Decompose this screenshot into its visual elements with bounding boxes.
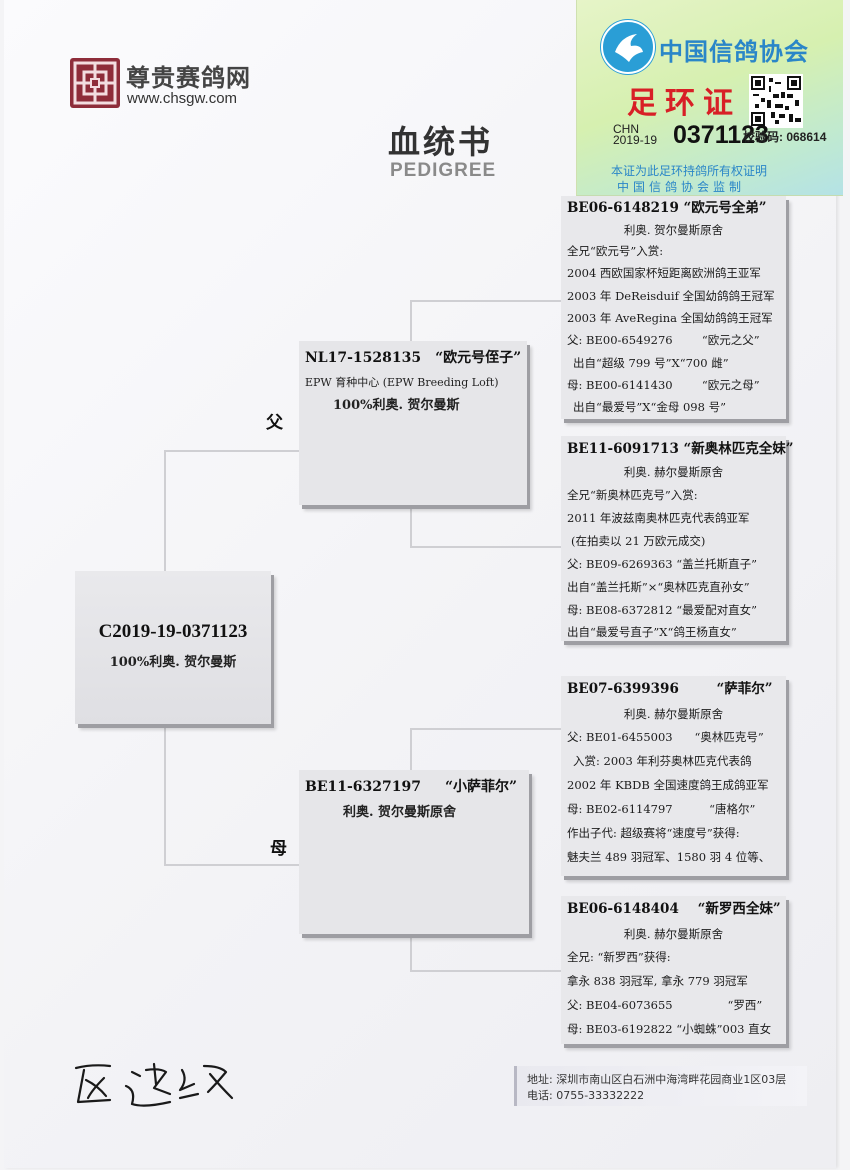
ring-prefix: CHN 2019-19: [613, 122, 658, 147]
dam-dam-box: BE06-6148404 “新罗西全妹” 利奥. 赫尔曼斯原舍 全兄: “新罗西…: [561, 896, 786, 1044]
dam-dam-header: BE06-6148404 “新罗西全妹”: [567, 901, 781, 917]
connector-line: [410, 300, 412, 342]
sire-header: NL17-1528135 “欧元号侄子”: [305, 347, 521, 367]
sire-dam-line: 全兄“新奥林匹克号”入赏:: [567, 488, 698, 502]
sire-sire-header: BE06-6148219 “欧元号全弟”: [567, 200, 767, 216]
dam-sire-line: 作出子代: 超级赛将“速度号”获得:: [567, 826, 740, 840]
sire-dam-box: BE11-6091713 “新奥林匹克全妹” 利奥. 赫尔曼斯原舍 全兄“新奥林…: [561, 436, 794, 641]
sire-sire-box: BE06-6148219 “欧元号全弟” 利奥. 贺尔曼斯原舍 全兄“欧元号”入…: [561, 196, 786, 419]
sire-sire-line: 全兄“欧元号”入赏:: [567, 244, 664, 258]
sire-sire-line: 2003 年 AveRegina 全国幼鸽鸽王冠军: [567, 311, 773, 325]
contact-info: 地址: 深圳市南山区白石洲中海湾畔花园商业1区03层 电话: 0755-3333…: [514, 1066, 807, 1106]
sire-loft: EPW 育种中心 (EPW Breeding Loft): [305, 376, 499, 389]
sire-ring-number: NL17-1528135: [305, 350, 422, 366]
dam-dam-line: 母: BE03-6192822 “小蜘蛛”003 直女: [567, 1022, 772, 1036]
self-description: 100%利奥. 贺尔曼斯: [109, 655, 237, 670]
connector-line: [410, 970, 562, 972]
sire-sire-line: 出自“超级 799 号”X“700 雌”: [573, 356, 729, 370]
brand-url: www.chsgw.com: [127, 90, 238, 107]
sire-bloodline: 100%利奥. 贺尔曼斯: [333, 398, 460, 413]
document-subtitle: PEDIGREE: [390, 160, 497, 181]
handwritten-signature: [70, 1050, 240, 1120]
certificate-name: 足环证: [627, 86, 741, 121]
ring-prefix-year: 2019-19: [613, 133, 658, 147]
pedigree-sheet: 尊贵赛鸽网 www.chsgw.com 血统书 PEDIGREE C2019-1…: [4, 0, 843, 1168]
sire-gender-label: 父: [266, 413, 283, 433]
sire-name: “欧元号侄子”: [435, 350, 522, 366]
dam-sire-line: 父: BE01-6455003 “奥林匹克号”: [567, 730, 764, 744]
dam-sire-line: 魅夫兰 489 羽冠军、1580 羽 4 位等、: [567, 850, 771, 864]
brand-logo-icon: [70, 58, 120, 108]
connector-line: [164, 450, 166, 572]
connector-line: [410, 936, 412, 972]
dam-dam-line: 利奥. 赫尔曼斯原舍: [623, 927, 724, 941]
sire-dam-line: 父: BE09-6269363 “盖兰托斯直子”: [567, 557, 758, 571]
qr-code-icon: [749, 74, 803, 128]
contact-address: 地址: 深圳市南山区白石洲中海湾畔花园商业1区03层: [527, 1073, 787, 1086]
dam-gender-label: 母: [270, 839, 287, 859]
sire-sire-line: 利奥. 贺尔曼斯原舍: [623, 223, 724, 237]
connector-line: [410, 508, 412, 548]
sire-sire-line: 出自“最爱号”X“金母 098 号”: [573, 400, 726, 414]
sire-dam-line: (在拍卖以 21 万欧元成交): [571, 534, 706, 548]
sire-dam-line: 出自“最爱号直子”X“鸽王杨直女”: [567, 625, 737, 639]
connector-line: [410, 300, 562, 302]
dam-sire-box: BE07-6399396 “萨菲尔” 利奥. 赫尔曼斯原舍 父: BE01-64…: [561, 676, 786, 876]
dam-sire-line: 入赏: 2003 年利芬奥林匹克代表鸽: [573, 754, 752, 768]
dam-sire-line: 2002 年 KBDB 全国速度鸽王成鸽亚军: [567, 778, 769, 792]
dam-header: BE11-6327197 “小萨菲尔”: [305, 776, 517, 796]
association-logo-icon: [601, 20, 655, 74]
sire-sire-line: 父: BE00-6549276 “欧元之父”: [567, 333, 760, 347]
certificate-note: 本证为此足环持鸽所有权证明: [611, 164, 768, 178]
association-name: 中国信鸽协会: [659, 38, 809, 66]
connector-line: [410, 728, 412, 771]
sire-dam-line: 母: BE08-6372812 “最爱配对直女”: [567, 603, 758, 617]
sire-dam-line: 2011 年波兹南奥林匹克代表鸽亚军: [567, 511, 750, 525]
contact-phone: 电话: 0755-33332222: [527, 1089, 645, 1102]
connector-line: [410, 546, 562, 548]
ring-serial-number: 0371123: [673, 121, 769, 149]
certificate-issuer: 中国信鸽协会监制: [617, 180, 746, 194]
document-title: 血统书: [388, 123, 494, 161]
check-code: 校验码: 068614: [743, 130, 827, 144]
sire-sire-line: 母: BE00-6141430 “欧元之母”: [567, 378, 760, 392]
brand-name: 尊贵赛鸽网: [126, 64, 251, 92]
connector-line: [164, 724, 166, 866]
pigeon-self-box: C2019-19-0371123 100%利奥. 贺尔曼斯: [75, 571, 271, 724]
dam-dam-line: 全兄: “新罗西”获得:: [567, 950, 671, 964]
connector-line: [410, 728, 562, 730]
sire-dam-header: BE11-6091713 “新奥林匹克全妹”: [567, 441, 794, 457]
self-ring-number: C2019-19-0371123: [98, 621, 248, 642]
dam-dam-line: 父: BE04-6073655 “罗西”: [567, 998, 763, 1012]
sire-dam-line: 利奥. 赫尔曼斯原舍: [623, 465, 724, 479]
connector-line: [164, 864, 300, 866]
sire-sire-line: 2003 年 DeReisduif 全国幼鸽鸽王冠军: [567, 289, 775, 303]
dam-sire-line: 利奥. 赫尔曼斯原舍: [623, 707, 724, 721]
dam-loft: 利奥. 贺尔曼斯原舍: [343, 805, 457, 820]
sire-sire-line: 2004 西欧国家杯短距离欧洲鸽王亚军: [567, 266, 761, 280]
dam-name: “小萨菲尔”: [445, 779, 518, 795]
ring-certificate-sticker: 中国信鸽协会 足环证 CHN 2019-19 0371123 校验码: 0686…: [576, 0, 843, 196]
dam-sire-header: BE07-6399396 “萨菲尔”: [567, 681, 773, 697]
dam-ring-number: BE11-6327197: [305, 779, 421, 795]
dam-dam-line: 拿永 838 羽冠军, 拿永 779 羽冠军: [567, 974, 748, 988]
sire-box: NL17-1528135 “欧元号侄子” EPW 育种中心 (EPW Breedi…: [299, 341, 527, 505]
dam-sire-line: 母: BE02-6114797 “唐格尔”: [567, 802, 756, 816]
connector-line: [164, 450, 300, 452]
ring-prefix-country: CHN: [613, 122, 639, 136]
dam-box: BE11-6327197 “小萨菲尔” 利奥. 贺尔曼斯原舍: [299, 770, 529, 934]
sire-dam-line: 出自“盖兰托斯”×“奥林匹克直孙女”: [567, 580, 750, 594]
